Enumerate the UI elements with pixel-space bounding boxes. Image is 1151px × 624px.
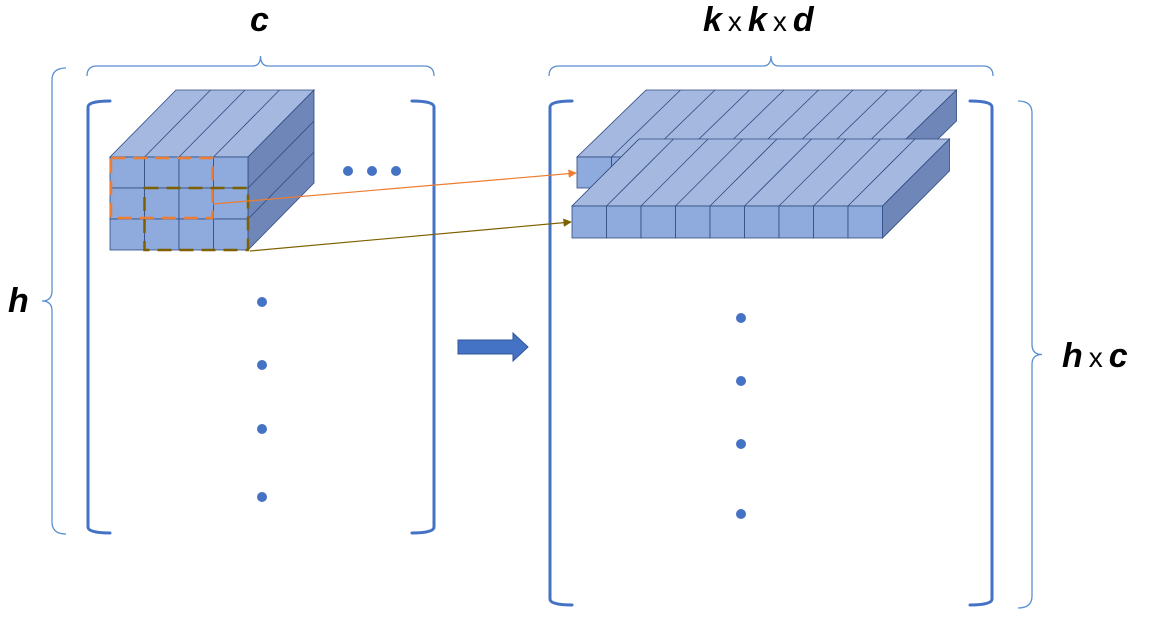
matrix-brackets	[86, 99, 994, 607]
brace-left-height	[41, 67, 67, 535]
cube-cell	[109, 218, 145, 251]
ellipsis-dot	[736, 313, 746, 323]
ellipsis-dot	[257, 360, 267, 370]
bracket-right-open	[548, 99, 574, 607]
window-highlight-orange	[109, 156, 214, 220]
cube-cell	[144, 156, 180, 189]
input-tensor-cube	[109, 89, 315, 252]
brace-top-left	[86, 55, 435, 77]
cube-top-divider	[178, 89, 246, 158]
ellipsis-dot	[391, 166, 401, 176]
ellipsis-dot	[736, 439, 746, 449]
ellipsis-dot	[257, 297, 267, 307]
slab-cell	[675, 205, 711, 239]
ellipsis-dot	[257, 492, 267, 502]
slab-top-divider	[606, 138, 674, 207]
cube-cell	[109, 156, 145, 189]
dimension-braces	[41, 55, 1043, 609]
cube-cell	[144, 187, 180, 220]
cube-cell	[178, 156, 214, 189]
bracket-right-close	[968, 99, 994, 607]
bracket-left-close	[410, 99, 436, 535]
slab-top-divider	[813, 138, 881, 207]
ellipsis-dot	[736, 376, 746, 386]
cube-cell	[144, 218, 180, 251]
ellipsis-dot	[343, 166, 353, 176]
slab-cell	[709, 205, 745, 239]
slab-cell	[847, 205, 883, 239]
slab-top-divider	[675, 138, 743, 207]
cube-cell	[213, 156, 249, 189]
slab-cell	[744, 205, 780, 239]
label-left-height-h: h	[8, 282, 29, 320]
mapping-arrows	[212, 169, 577, 363]
brace-right-height	[1017, 100, 1043, 609]
slab-top-divider	[744, 138, 812, 207]
slab-cell	[606, 205, 642, 239]
window-highlight-olive	[143, 186, 250, 252]
arrow-window2-to-row2	[249, 218, 572, 252]
right-block-arrow-icon	[457, 331, 529, 363]
cube-cell	[178, 187, 214, 220]
slab-top-divider	[778, 138, 847, 207]
slab-cell	[778, 205, 814, 239]
ellipsis-dot	[736, 509, 746, 519]
slab-cell	[640, 205, 676, 239]
slab-top-divider	[640, 138, 709, 207]
ellipsis-dot	[257, 424, 267, 434]
bracket-left-open	[86, 99, 112, 535]
slab-cell	[813, 205, 849, 239]
label-left-width-c: c	[250, 1, 269, 39]
slab-top-divider	[709, 138, 778, 207]
slab-cell	[571, 205, 607, 239]
ellipsis-dot	[367, 166, 377, 176]
cube-cell	[178, 218, 214, 251]
unrolled-row-2	[571, 138, 951, 239]
cube-top-divider	[144, 89, 211, 158]
ellipsis-dots	[257, 166, 746, 519]
arrow-window1-to-row1	[212, 169, 577, 205]
brace-top-right	[548, 55, 994, 77]
cube-cell	[109, 187, 145, 220]
slab-top-divider	[847, 138, 916, 207]
unrolled-rows	[571, 89, 958, 239]
cube-cell	[213, 218, 249, 251]
cube-side-divider	[247, 120, 315, 189]
cube-side-divider	[247, 151, 315, 220]
cube-top-divider	[213, 89, 280, 158]
slab-top-divider	[611, 89, 681, 158]
